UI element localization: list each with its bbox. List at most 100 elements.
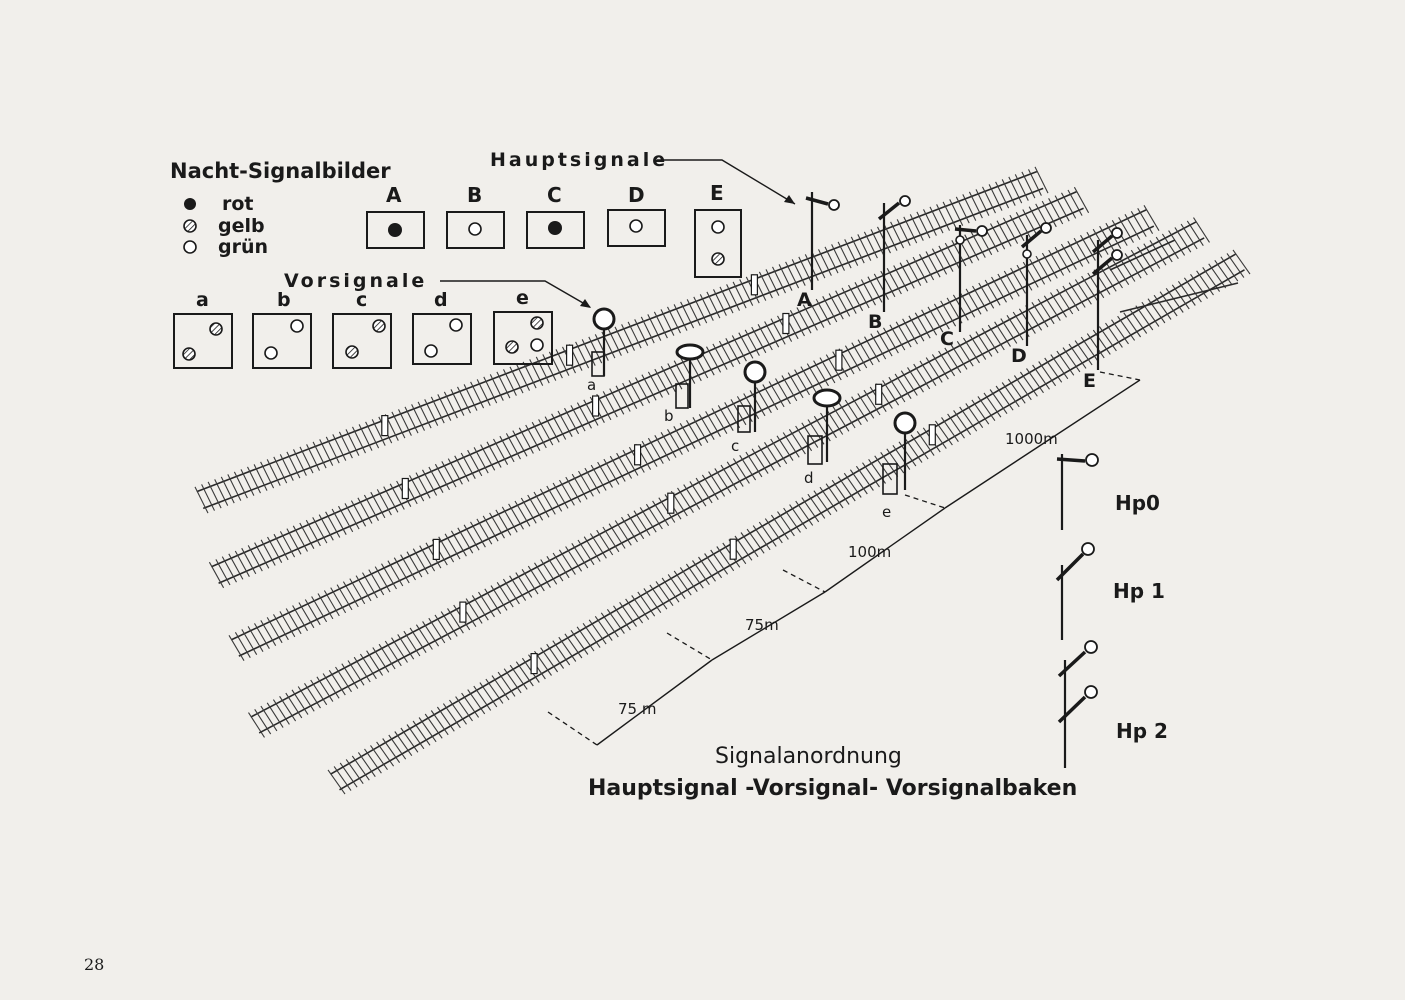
distant-label-a: a — [587, 376, 596, 394]
legend-label-red: rot — [222, 193, 254, 215]
beacon-post — [750, 274, 759, 296]
green-lamp-icon — [468, 222, 482, 236]
yellow-lamp-icon — [345, 345, 359, 359]
beacon-post — [835, 349, 843, 371]
distance-1000m: 1000m — [1005, 430, 1058, 448]
aspect-inset: Hp0 Hp 1 Hp 2 — [1055, 453, 1168, 768]
distance-75m-upper: 75m — [745, 616, 779, 634]
signal-lamp-icon — [1040, 222, 1052, 234]
distant-disc-icon — [592, 307, 616, 331]
beacon-post — [667, 492, 675, 514]
distance-75m-lower: 75 m — [618, 700, 656, 718]
branch-arrow — [1119, 282, 1239, 313]
signal-lamp-icon — [1084, 640, 1098, 654]
signal-lamp-icon — [1111, 249, 1123, 261]
beacon-post — [591, 395, 600, 417]
caption-line-1: Signalanordnung — [715, 744, 902, 769]
legend-label-green: grün — [218, 236, 268, 258]
green-lamp-icon — [424, 344, 438, 358]
main-signals-heading: Hauptsignale — [490, 149, 668, 171]
red-lamp-icon — [184, 198, 196, 210]
signal-lamp-icon — [1084, 685, 1098, 699]
track-rail-left — [330, 253, 1236, 775]
signal-lamp-icon — [955, 235, 965, 245]
green-lamp-icon — [290, 319, 304, 333]
aspect-box-B — [446, 211, 505, 249]
signal-label-B: B — [868, 311, 882, 333]
signal-label-D: D — [1011, 345, 1027, 367]
beacon-post — [432, 538, 440, 561]
signal-lamp-icon — [1111, 227, 1123, 239]
beacon-post — [381, 415, 389, 437]
yellow-lamp-icon — [182, 347, 196, 361]
aspect-box-A — [366, 211, 425, 249]
beacon-post — [633, 444, 642, 466]
distant-signal-aspects: Vorsignale a b c d e — [173, 270, 591, 369]
track-main-signals: A B C D E — [797, 192, 1123, 392]
signal-lamp-icon — [1022, 249, 1032, 259]
green-lamp-icon — [264, 346, 278, 360]
aspect-box-E — [694, 209, 742, 278]
track-rail-right — [238, 225, 1155, 657]
distant-signals-arrow — [440, 280, 591, 308]
branch-arrow — [1109, 239, 1176, 271]
signal-label-A: A — [797, 289, 812, 311]
aspect-box-d — [412, 313, 472, 365]
green-lamp-icon — [183, 240, 197, 254]
box-letter-a: a — [196, 289, 209, 311]
aspect-box-C — [526, 211, 585, 249]
page-number: 28 — [84, 955, 105, 974]
legend-label-yellow: gelb — [218, 215, 265, 237]
green-lamp-icon — [449, 318, 463, 332]
main-signals-arrow — [657, 159, 796, 205]
green-lamp-icon — [530, 338, 544, 352]
distance-100m: 100m — [848, 543, 891, 561]
distant-disc-icon — [812, 388, 842, 408]
red-lamp-icon — [388, 223, 402, 237]
distant-label-c: c — [731, 437, 739, 455]
yellow-lamp-icon — [530, 316, 544, 330]
aspect-box-e — [493, 311, 553, 365]
beacon-post — [729, 538, 737, 560]
box-letter-e: e — [516, 287, 529, 309]
box-letter-B: B — [467, 183, 482, 207]
beacon-post — [928, 424, 936, 446]
tracks — [194, 166, 1251, 795]
box-letter-c: c — [356, 289, 367, 311]
box-letter-D: D — [628, 183, 645, 207]
track-distant-signals: a b c d e — [587, 307, 917, 521]
green-lamp-icon — [711, 220, 725, 234]
signal-label-E: E — [1083, 370, 1096, 392]
distance-markers: 1000m 100m 75m 75 m — [547, 371, 1141, 746]
distant-disc-icon — [893, 411, 917, 435]
track-sleepers — [208, 186, 1090, 589]
aspect-box-c — [332, 313, 392, 369]
yellow-lamp-icon — [183, 219, 197, 233]
distant-disc-icon — [743, 360, 767, 384]
signal-lamp-icon — [1085, 453, 1099, 467]
night-signal-legend: Nacht-Signalbilder rot gelb grün — [170, 159, 391, 258]
track-rail-right — [339, 269, 1245, 791]
aspect-Hp2: Hp 2 — [1116, 719, 1168, 743]
caption-line-2: Hauptsignal -Vorsignal- Vorsignalbaken — [588, 776, 1077, 801]
legend-title: Nacht-Signalbilder — [170, 159, 391, 183]
red-lamp-icon — [548, 221, 562, 235]
yellow-lamp-icon — [505, 340, 519, 354]
aspect-box-a — [173, 313, 233, 369]
distant-disc-icon — [675, 343, 705, 361]
aspect-Hp0: Hp0 — [1115, 491, 1160, 515]
box-letter-d: d — [434, 289, 448, 311]
main-signal-aspects: Hauptsignale A B C D E — [366, 149, 796, 278]
track-sleepers — [248, 217, 1210, 738]
box-letter-E: E — [710, 181, 724, 205]
distant-label-d: d — [804, 469, 814, 487]
distant-label-e: e — [882, 503, 891, 521]
distant-label-b: b — [664, 407, 674, 425]
beacon-post — [875, 383, 883, 405]
beacon-post — [782, 312, 790, 335]
box-letter-b: b — [277, 289, 291, 311]
yellow-lamp-icon — [711, 252, 725, 266]
box-letter-A: A — [386, 183, 402, 207]
signal-lamp-icon — [1081, 542, 1095, 556]
